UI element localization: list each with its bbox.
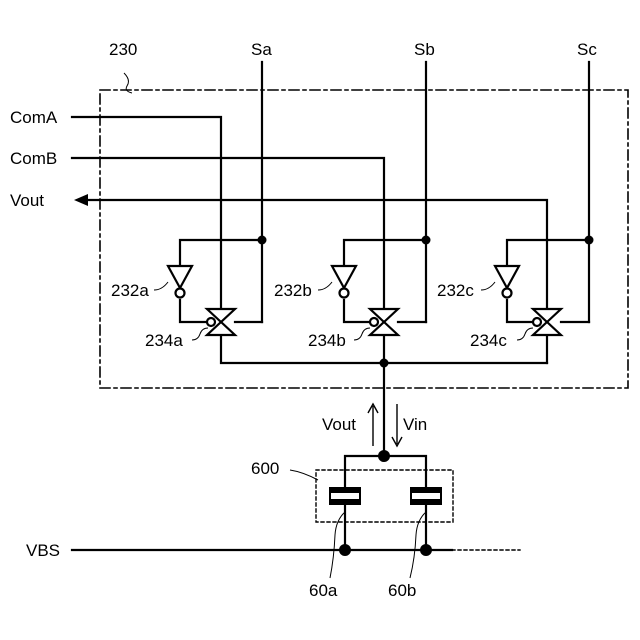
label-60b: 60b xyxy=(388,581,416,600)
cap-60b-body xyxy=(411,492,441,500)
inverter-232c-bubble xyxy=(503,289,512,298)
leader-234b xyxy=(354,328,370,340)
label-vout: Vout xyxy=(10,191,44,210)
capacitors xyxy=(330,488,441,504)
label-234b: 234b xyxy=(308,331,346,350)
inverter-232b-symbol xyxy=(332,266,356,288)
junction-dot xyxy=(339,544,351,556)
leader-lines xyxy=(124,73,533,578)
inv-c-output-wire xyxy=(507,300,533,322)
inverter-232a-symbol xyxy=(168,266,192,288)
cap-60a-body xyxy=(330,492,360,500)
label-234a: 234a xyxy=(145,331,183,350)
label-230: 230 xyxy=(109,40,137,59)
label-sc: Sc xyxy=(577,40,597,59)
leader-234c xyxy=(517,328,533,340)
junction-dot xyxy=(258,236,267,245)
junction-dot xyxy=(378,450,390,462)
label-coma: ComA xyxy=(10,108,58,127)
inv-a-output-wire xyxy=(180,300,207,322)
label-sb: Sb xyxy=(414,40,435,59)
junction-dot xyxy=(585,236,594,245)
inv-b-output-wire xyxy=(344,300,370,322)
label-arrow-vout: Vout xyxy=(322,415,356,434)
label-600: 600 xyxy=(251,459,279,478)
transmission-gate-234a xyxy=(207,309,235,335)
line-vout xyxy=(88,200,547,309)
label-comb: ComB xyxy=(10,149,57,168)
inverter-232c-symbol xyxy=(495,266,519,288)
label-232c: 232c xyxy=(437,281,474,300)
junction-dot xyxy=(422,236,431,245)
cap-60b-bottom-plate xyxy=(411,500,441,504)
label-232b: 232b xyxy=(274,281,312,300)
wiring xyxy=(72,62,628,550)
junction-dot xyxy=(420,544,432,556)
label-234c: 234c xyxy=(470,331,507,350)
label-vbs: VBS xyxy=(26,541,60,560)
label-60a: 60a xyxy=(309,581,338,600)
leader-232a xyxy=(154,282,168,290)
label-sa: Sa xyxy=(251,40,272,59)
label-arrow-vin: Vin xyxy=(403,415,427,434)
junction-dot xyxy=(380,359,389,368)
inverter-232b-bubble xyxy=(340,289,349,298)
inverter-232a-bubble xyxy=(176,289,185,298)
leader-234a xyxy=(192,328,208,340)
cap-60a-bottom-plate xyxy=(330,500,360,504)
vout-arrowhead xyxy=(74,194,88,206)
label-232a: 232a xyxy=(111,281,149,300)
transmission-gate-234b xyxy=(370,309,398,335)
transmission-gate-234c xyxy=(533,309,561,335)
leader-232c xyxy=(481,282,495,290)
leader-600 xyxy=(290,470,318,480)
leader-232b xyxy=(318,282,332,290)
